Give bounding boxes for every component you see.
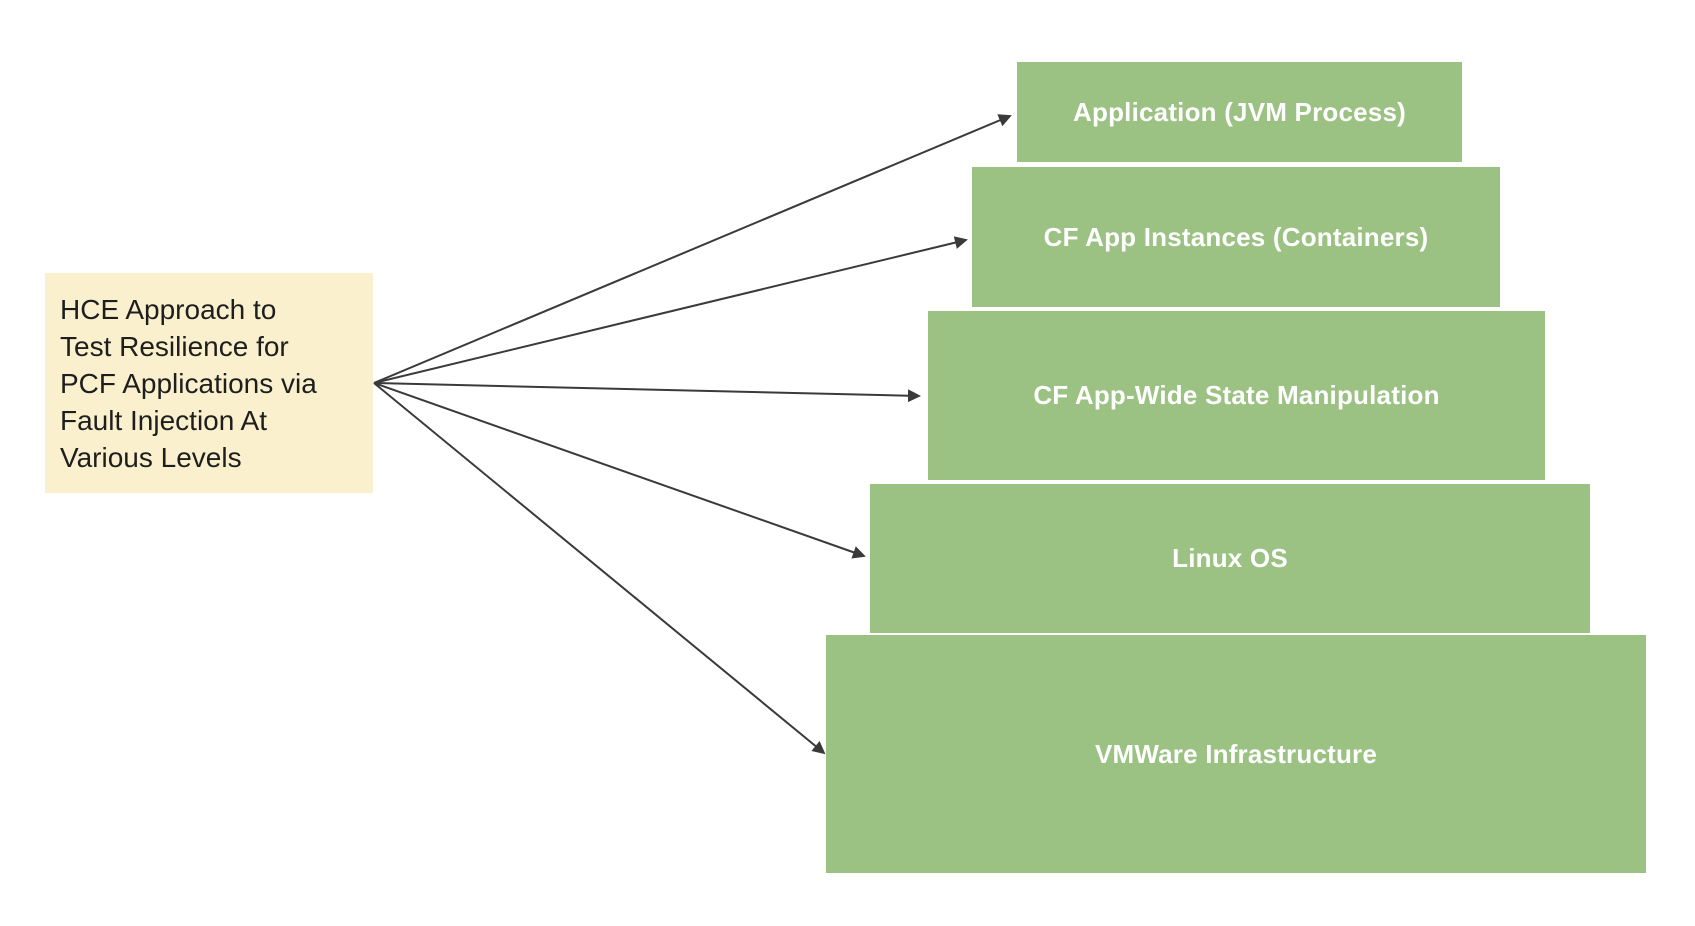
level-label: Linux OS <box>1172 543 1288 573</box>
source-note-text: HCE Approach to Test Resilience for PCF … <box>60 293 317 473</box>
level-label: VMWare Infrastructure <box>1094 738 1378 769</box>
arrow-to-level-2 <box>373 236 968 384</box>
arrow-to-level-3 <box>373 382 921 403</box>
level-label: CF App-Wide State Manipulation <box>1033 380 1440 410</box>
level-label: CF App Instances (Containers) <box>1043 221 1429 252</box>
level-box-vmware-infrastructure: VMWare Infrastructure <box>826 635 1646 873</box>
level-box-linux-os: Linux OS <box>870 484 1590 633</box>
arrow-to-level-5 <box>373 382 826 755</box>
source-note-box: HCE Approach to Test Resilience for PCF … <box>45 273 373 493</box>
level-label: Application (JVM Process) <box>1073 96 1406 127</box>
arrow-to-level-1 <box>373 114 1012 384</box>
level-box-cf-app-instances: CF App Instances (Containers) <box>972 167 1500 307</box>
level-box-cf-app-wide-state-manipulation: CF App-Wide State Manipulation <box>928 311 1545 480</box>
level-box-application-jvm-process: Application (JVM Process) <box>1017 62 1462 162</box>
arrow-to-level-4 <box>373 382 866 559</box>
